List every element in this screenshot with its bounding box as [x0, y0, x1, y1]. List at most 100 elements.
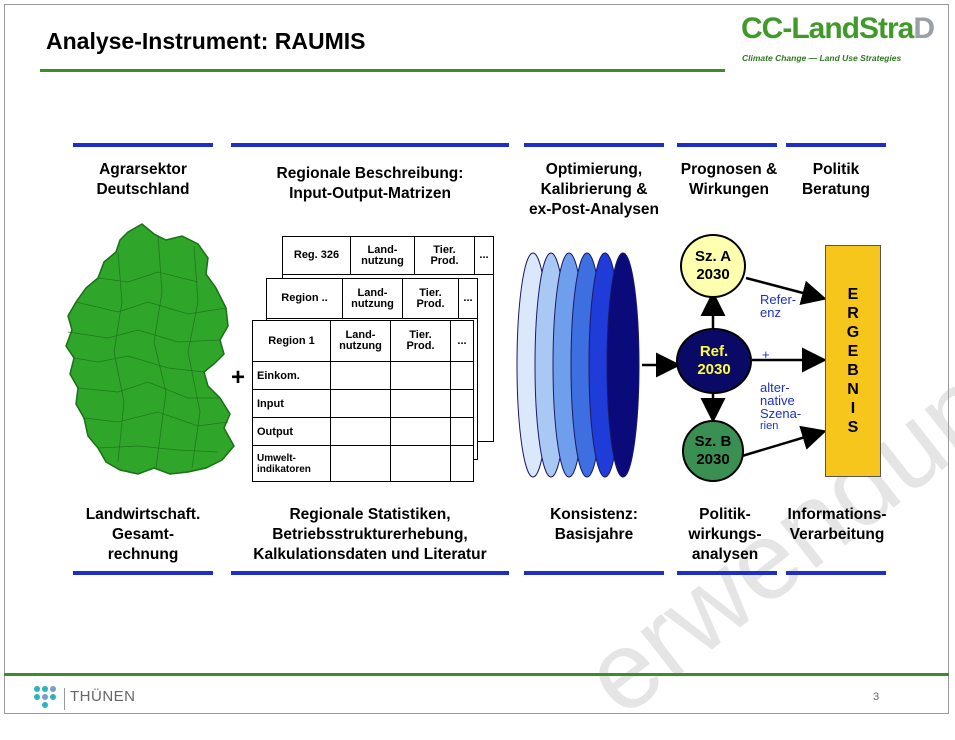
ergebnis-letter: S [847, 419, 859, 436]
matrix-row-einkom: Einkom. [253, 361, 331, 389]
matrix-region-cell: Region 1 [253, 321, 331, 361]
matrix-region-cell: Reg. 326 [283, 237, 351, 275]
footer-agrar-line: rechnung [107, 546, 179, 563]
matrix-grid-cell [451, 361, 473, 389]
cell-text: Land- [345, 329, 376, 341]
footer-politik-line: Verarbeitung [789, 526, 885, 543]
annotation-alternative: alter- native Szena- rien [760, 381, 801, 433]
footer-prognosen-line: analysen [691, 546, 759, 563]
matrix-row-output: Output [253, 417, 331, 445]
annotation-line: native [760, 393, 795, 408]
ergebnis-letter: N [847, 381, 859, 398]
header-regional: Regionale Beschreibung: Input-Output-Mat… [231, 164, 509, 204]
matrix-more-cell: ... [459, 279, 477, 319]
bottom-bar-agrar [73, 571, 213, 575]
matrix-grid-cell [451, 445, 473, 481]
cell-text: Prod. [430, 254, 459, 267]
cell-text: nutzung [339, 340, 382, 352]
footer-politik-line: Informations- [787, 506, 887, 523]
cc-landstrad-logo: CC-LandStraD [741, 12, 935, 46]
cell-text: Tier. [409, 329, 432, 341]
header-optim-line: Optimierung, [545, 161, 643, 178]
top-bar-optim [524, 143, 664, 147]
scenario-label: Sz. A [694, 248, 732, 265]
footer-regional-line: Regionale Statistiken, [289, 506, 451, 523]
footer-regional-line: Kalkulationsdaten und Literatur [253, 546, 487, 563]
optimization-ellipses [516, 252, 640, 478]
matrix-grid-cell [451, 417, 473, 445]
header-politik-line: Beratung [801, 181, 871, 198]
arrow-b-to-ergebnis [741, 425, 827, 458]
matrix-region-cell: Region .. [267, 279, 343, 319]
cell-text: Prod. [416, 297, 445, 310]
reference-scenario-circle: Ref.2030 [676, 328, 752, 394]
diagram-overlay [516, 252, 827, 478]
header-regional-line: Regionale Beschreibung: [276, 165, 464, 182]
matrix-tierprod-cell: Tier.Prod. [415, 237, 475, 275]
matrix-tierprod-cell: Tier.Prod. [391, 321, 451, 361]
footer-optim-line: Konsistenz: [550, 506, 638, 523]
scenario-label: Ref. [699, 343, 729, 360]
plus-sign: + [231, 364, 246, 391]
ergebnis-letter: G [846, 324, 860, 341]
matrix-grid-cell [331, 389, 391, 417]
top-bar-politik [786, 143, 886, 147]
matrix-grid-cell [451, 389, 473, 417]
matrix-grid-cell [391, 389, 451, 417]
matrix-row-input: Input [253, 389, 331, 417]
ergebnis-letter: B [847, 362, 859, 379]
matrix-grid-cell [331, 417, 391, 445]
cell-text: Tier. [419, 286, 442, 299]
footer-regional-line: Betriebsstrukturerhebung, [272, 526, 468, 543]
logo-tail-letter: D [913, 12, 935, 45]
ergebnis-letter: I [850, 400, 856, 417]
ergebnis-letter: R [847, 305, 859, 322]
scenario-year: 2030 [696, 451, 730, 468]
footer-regional: Regionale Statistiken, Betriebsstrukture… [222, 505, 518, 565]
matrix-grid-cell [391, 361, 451, 389]
ergebnis-box: E R G E B N I S [825, 245, 881, 477]
footer-agrar-line: Landwirtschaft. [85, 506, 201, 523]
annotation-line: alter- [760, 380, 790, 395]
bottom-bar-politik [786, 571, 886, 575]
annotation-line: enz [760, 305, 781, 320]
annotation-plus: + [762, 347, 770, 362]
header-politik-line: Politik [812, 161, 860, 178]
header-prognosen-line: Wirkungen [689, 181, 769, 198]
header-optim: Optimierung, Kalibrierung & ex-Post-Anal… [500, 160, 688, 220]
annotation-line: rien [760, 420, 779, 432]
header-regional-line: Input-Output-Matrizen [289, 185, 451, 202]
cell-text: Land- [357, 286, 388, 299]
matrix-landnutzung-cell: Land-nutzung [331, 321, 391, 361]
bottom-bar-prognosen [677, 571, 777, 575]
logo-subtitle: Climate Change — Land Use Strategies [742, 53, 902, 63]
annotation-line: Szena- [760, 406, 802, 421]
footer-optim-line: Basisjahre [554, 526, 634, 543]
annotation-referenz: Refer- enz [760, 293, 796, 319]
matrix-row-umwelt: Umwelt-indikatoren [253, 445, 331, 481]
top-bar-prognosen [677, 143, 777, 147]
matrix-landnutzung-cell: Land-nutzung [343, 279, 403, 319]
thuenen-logo-icon [34, 686, 56, 708]
cell-text: nutzung [361, 254, 404, 267]
header-agrar: Agrarsektor Deutschland [58, 160, 228, 200]
matrix-card-front: Region 1 Land-nutzung Tier.Prod. ... Ein… [252, 320, 474, 482]
footer-optim: Konsistenz: Basisjahre [518, 505, 670, 545]
footer-prognosen-line: wirkungs- [688, 526, 762, 543]
matrix-grid-cell [391, 445, 451, 481]
annotation-line: Refer- [760, 292, 797, 307]
cell-text: Umwelt- [257, 452, 296, 464]
footer-prognosen-line: Politik- [699, 506, 751, 523]
germany-map [65, 223, 235, 475]
title-underline [40, 69, 725, 72]
scenario-year: 2030 [697, 361, 731, 378]
slide-frame [4, 4, 949, 714]
logo-divider [64, 688, 65, 710]
matrix-more-cell: ... [457, 334, 467, 347]
header-prognosen: Prognosen & Wirkungen [670, 160, 788, 200]
footer-rule [4, 673, 949, 676]
footer-agrar: Landwirtschaft. Gesamt- rechnung [58, 505, 228, 565]
logo-main-text: CC-LandStra [741, 12, 914, 45]
scenario-label: Sz. B [694, 433, 732, 450]
